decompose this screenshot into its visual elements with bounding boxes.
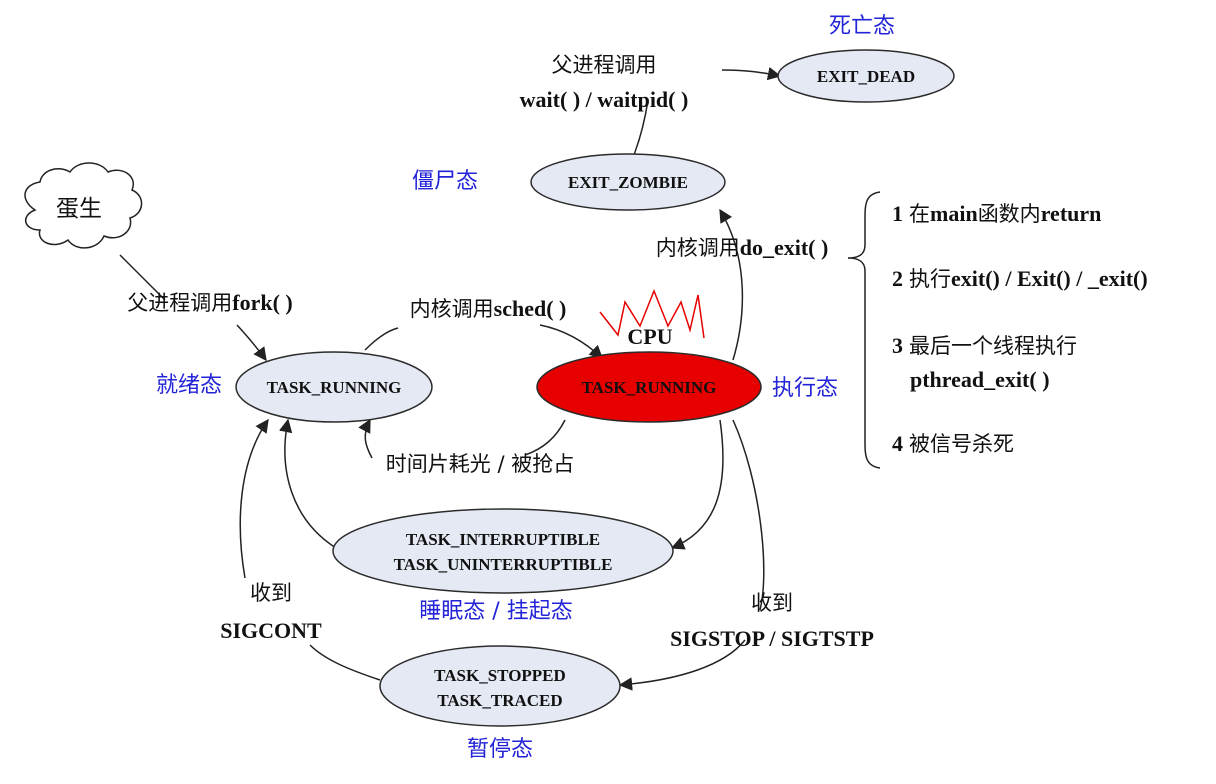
edge-exec-to-sleep bbox=[670, 419, 724, 550]
edge-preempt-arrow bbox=[358, 418, 373, 459]
edge-sleep-to-ready bbox=[279, 418, 337, 549]
edge-exec-to-stopped bbox=[732, 419, 765, 611]
state-running-ready: TASK_RUNNING bbox=[235, 351, 433, 423]
edge-exec-to-zombie bbox=[719, 208, 744, 361]
edge-sched-arrow bbox=[539, 324, 603, 359]
cpu-label: CPU bbox=[627, 324, 672, 349]
state-running-ready-label: TASK_RUNNING bbox=[267, 378, 402, 397]
wait-label-line1: 父进程调用 bbox=[552, 53, 657, 77]
state-stopped-line1: TASK_STOPPED bbox=[434, 666, 566, 685]
fork-label: 父进程调用fork( ) bbox=[127, 290, 292, 315]
cpu-crown-icon bbox=[599, 288, 705, 339]
edge-exec-to-ready bbox=[524, 419, 566, 456]
state-name-exec: 执行态 bbox=[772, 376, 838, 401]
state-name-dead: 死亡态 bbox=[829, 14, 895, 39]
state-name-sleep: 睡眠态 / 挂起态 bbox=[419, 599, 572, 624]
state-name-stopped: 暂停态 bbox=[467, 737, 533, 762]
exit-reasons-brace bbox=[847, 191, 881, 469]
state-exit-zombie: EXIT_ZOMBIE bbox=[530, 153, 726, 211]
sched-label: 内核调用sched( ) bbox=[410, 296, 567, 321]
sigstop-label-line2: SIGSTOP / SIGTSTP bbox=[670, 626, 874, 651]
sigstop-label-line1: 收到 bbox=[751, 591, 793, 615]
state-sleep: TASK_INTERRUPTIBLE TASK_UNINTERRUPTIBLE bbox=[332, 508, 674, 594]
edge-birth-to-ready bbox=[119, 254, 166, 301]
birth-cloud: 蛋生 bbox=[24, 162, 143, 249]
edge-sigcont-arrow bbox=[239, 418, 269, 579]
wait-label-line2: wait( ) / waitpid( ) bbox=[520, 87, 689, 112]
state-stopped: TASK_STOPPED TASK_TRACED bbox=[379, 645, 621, 727]
state-stopped-line2: TASK_TRACED bbox=[437, 691, 562, 710]
edge-stopped-to-ready bbox=[309, 644, 381, 681]
preempt-label: 时间片耗光 / 被抢占 bbox=[386, 452, 574, 476]
edge-ready-to-exec bbox=[364, 327, 399, 351]
exit-reason-3-code: pthread_exit( ) bbox=[910, 367, 1050, 392]
state-exit-dead-label: EXIT_DEAD bbox=[817, 67, 915, 86]
edge-wait-arrow bbox=[721, 66, 782, 81]
edge-sigstop-arrow bbox=[618, 639, 746, 691]
state-running-exec-label: TASK_RUNNING bbox=[582, 378, 717, 397]
sigcont-label-line1: 收到 bbox=[250, 581, 292, 605]
do-exit-label: 内核调用do_exit( ) bbox=[656, 235, 829, 260]
birth-label: 蛋生 bbox=[56, 196, 102, 222]
state-running-exec: TASK_RUNNING bbox=[536, 351, 762, 423]
state-sleep-line1: TASK_INTERRUPTIBLE bbox=[406, 530, 600, 549]
edge-fork-arrow bbox=[236, 324, 267, 362]
sigcont-label-line2: SIGCONT bbox=[220, 618, 322, 643]
state-name-zombie: 僵尸态 bbox=[412, 169, 478, 194]
state-name-ready: 就绪态 bbox=[156, 373, 222, 398]
state-exit-dead: EXIT_DEAD bbox=[777, 49, 955, 103]
state-sleep-line2: TASK_UNINTERRUPTIBLE bbox=[394, 555, 613, 574]
state-exit-zombie-label: EXIT_ZOMBIE bbox=[568, 173, 688, 192]
